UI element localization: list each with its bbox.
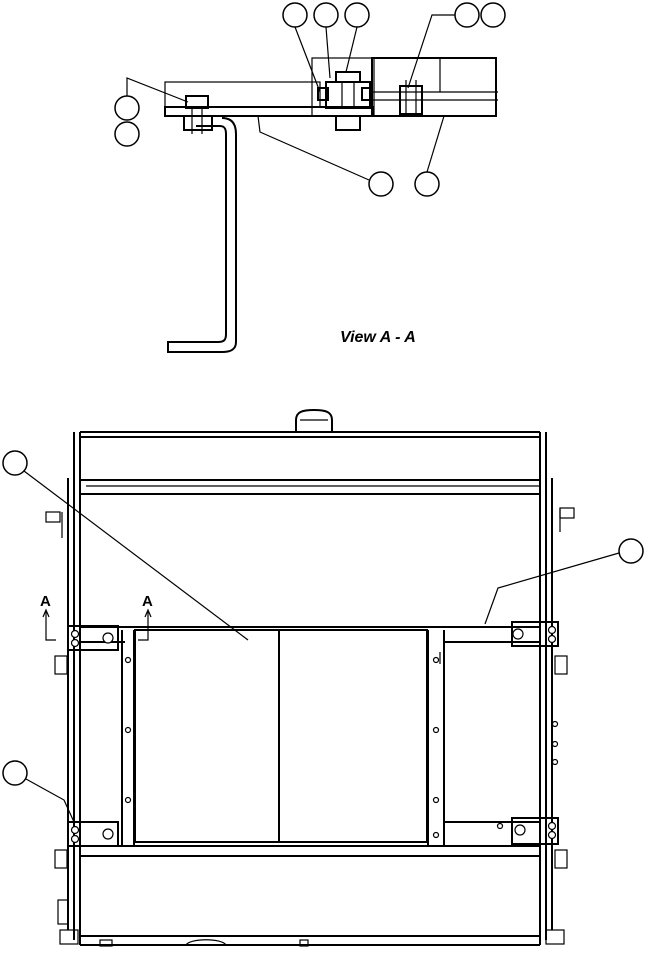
center-nut: [335, 115, 361, 131]
right-lower-bracket: [511, 817, 559, 845]
radiator-core: [134, 629, 428, 843]
view-title: View A - A: [340, 329, 416, 346]
bent-rod: [167, 117, 237, 353]
left-upper-bracket: [67, 625, 119, 651]
mount-housing: [164, 81, 321, 108]
right-bolt: [399, 85, 423, 115]
left-lower-bracket: [67, 821, 119, 847]
center-spacer: [325, 81, 371, 109]
center-bolt-head: [335, 71, 361, 83]
section-marker-right: A: [142, 593, 153, 610]
radiator-main-view: A A: [2, 408, 644, 947]
filler-cap: [295, 408, 333, 432]
left-nut: [183, 115, 213, 131]
right-upper-bracket: [511, 621, 559, 647]
mount-block: [371, 57, 497, 117]
section-marker-left: A: [40, 593, 51, 610]
left-bolt-head: [185, 95, 209, 109]
view-a-a-detail: View A - A: [114, 2, 506, 353]
